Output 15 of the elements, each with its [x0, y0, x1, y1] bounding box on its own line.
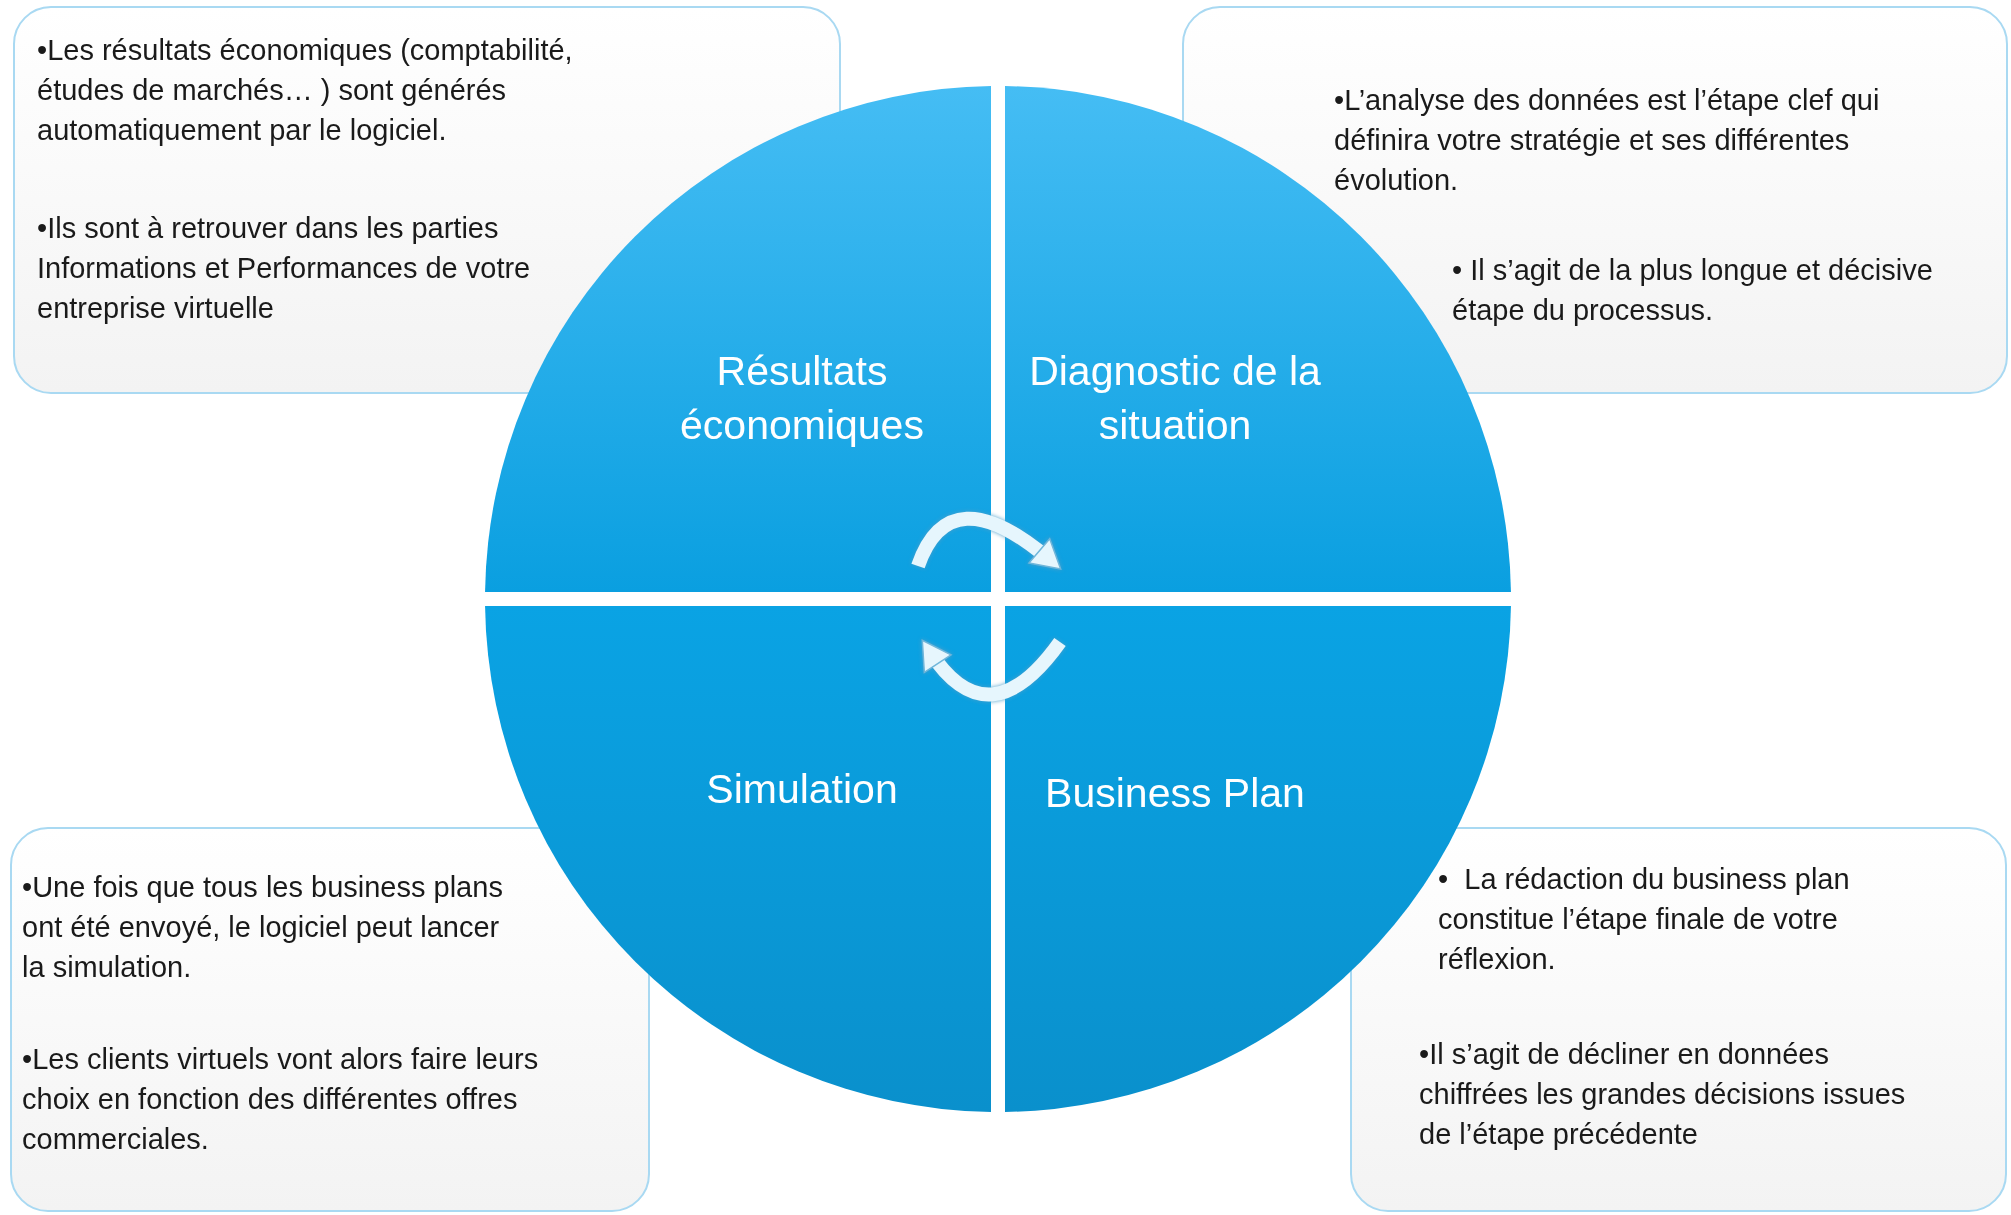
- bullet-text: •Ils sont à retrouver dans les parties Informations et Performances de votre entreprise virtuelle: [37, 211, 532, 326]
- bullet-text: •Les résultats économiques (comptabilité, études de marchés… ) sont générés automatiquement par le logiciel.: [37, 33, 574, 148]
- bullet-text: •Il s’agit de décliner en données chiffrées les grandes décisions issues de l’étape précédente: [1419, 1037, 1907, 1152]
- bullet-text: • Il s’agit de la plus longue et décisive étape du processus.: [1452, 253, 1934, 328]
- bullet-text: •Les clients virtuels vont alors faire leurs choix en fonction des différentes offres commerciales.: [22, 1042, 540, 1157]
- quadrant-label: Diagnostic de la situation: [1028, 347, 1322, 450]
- curved-arrow: [911, 511, 1062, 570]
- quadrant-label: Simulation: [705, 765, 899, 814]
- quadrant-label: Business Plan: [1044, 769, 1306, 818]
- bullet-text: •Une fois que tous les business plans ont été envoyé, le logiciel peut lancer la simulation.: [22, 870, 504, 985]
- text-card: [1350, 827, 2007, 1212]
- bullet-text: •L’analyse des données est l’étape clef qui définira votre stratégie et ses différentes évolution.: [1334, 83, 1881, 198]
- quadrant-label: Résultats économiques: [679, 347, 925, 450]
- bullet-text: • La rédaction du business plan constitue l’étape finale de votre réflexion.: [1438, 862, 1851, 977]
- text-card: [10, 827, 650, 1212]
